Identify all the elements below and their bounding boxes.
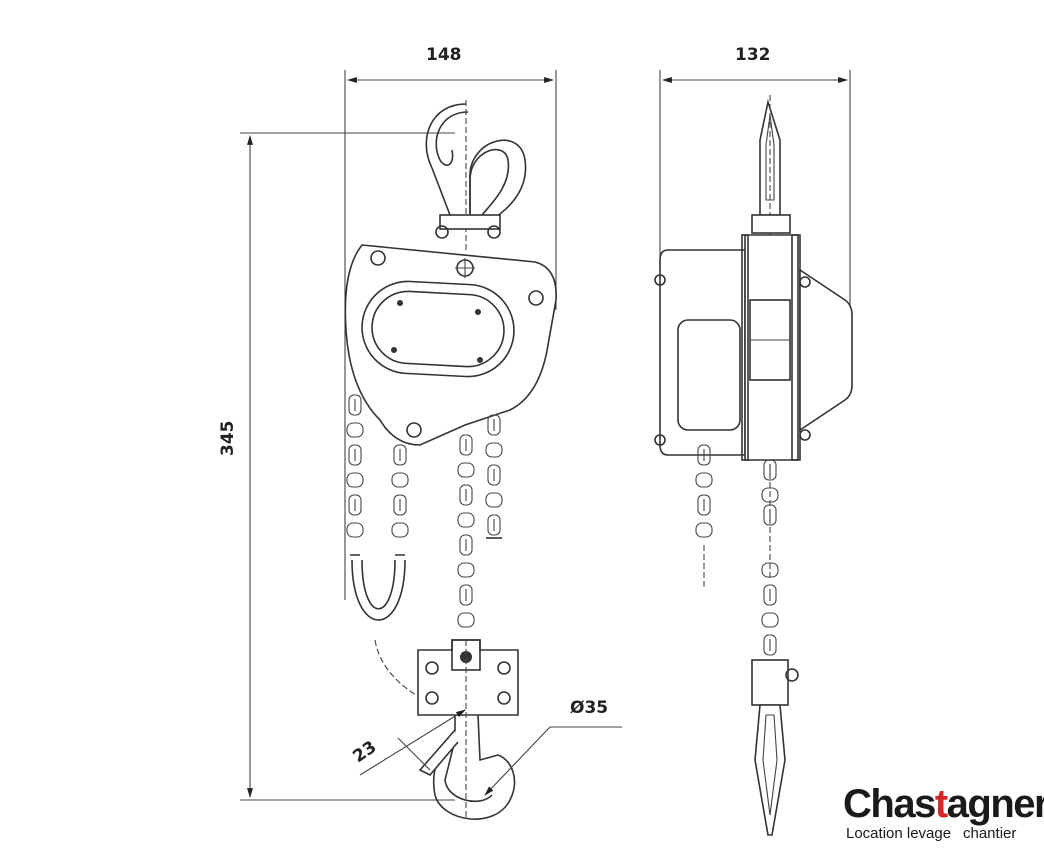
hook-opening-label: 23 [349,737,380,767]
bottom-hook [418,714,516,820]
front-width-dimension: 148 [344,45,557,600]
side-housing [654,234,853,461]
hook-diameter-dimension: Ø35 [484,698,622,796]
side-view: 132 [654,45,853,836]
logo-wordmark: Chastagner [843,782,1044,826]
top-hook [425,100,527,250]
company-logo: Chastagner Location levage chantier [843,782,1044,846]
hoist-housing [344,244,557,446]
height-dimension: 345 [218,132,455,801]
logo-tagline-right: chantier [963,825,1017,842]
side-hand-chain [695,444,713,590]
side-width-label: 132 [735,45,771,65]
hook-diameter-label: Ø35 [570,698,608,718]
side-bottom-hook [751,659,799,836]
front-view: 148 345 [218,45,622,820]
height-label: 345 [218,421,238,457]
hand-chain [346,394,409,621]
front-width-label: 148 [426,45,462,65]
bottom-block [417,639,519,820]
side-top-hook [751,95,791,580]
side-width-dimension: 132 [659,45,851,320]
logo-tagline-left: Location levage [846,825,952,842]
